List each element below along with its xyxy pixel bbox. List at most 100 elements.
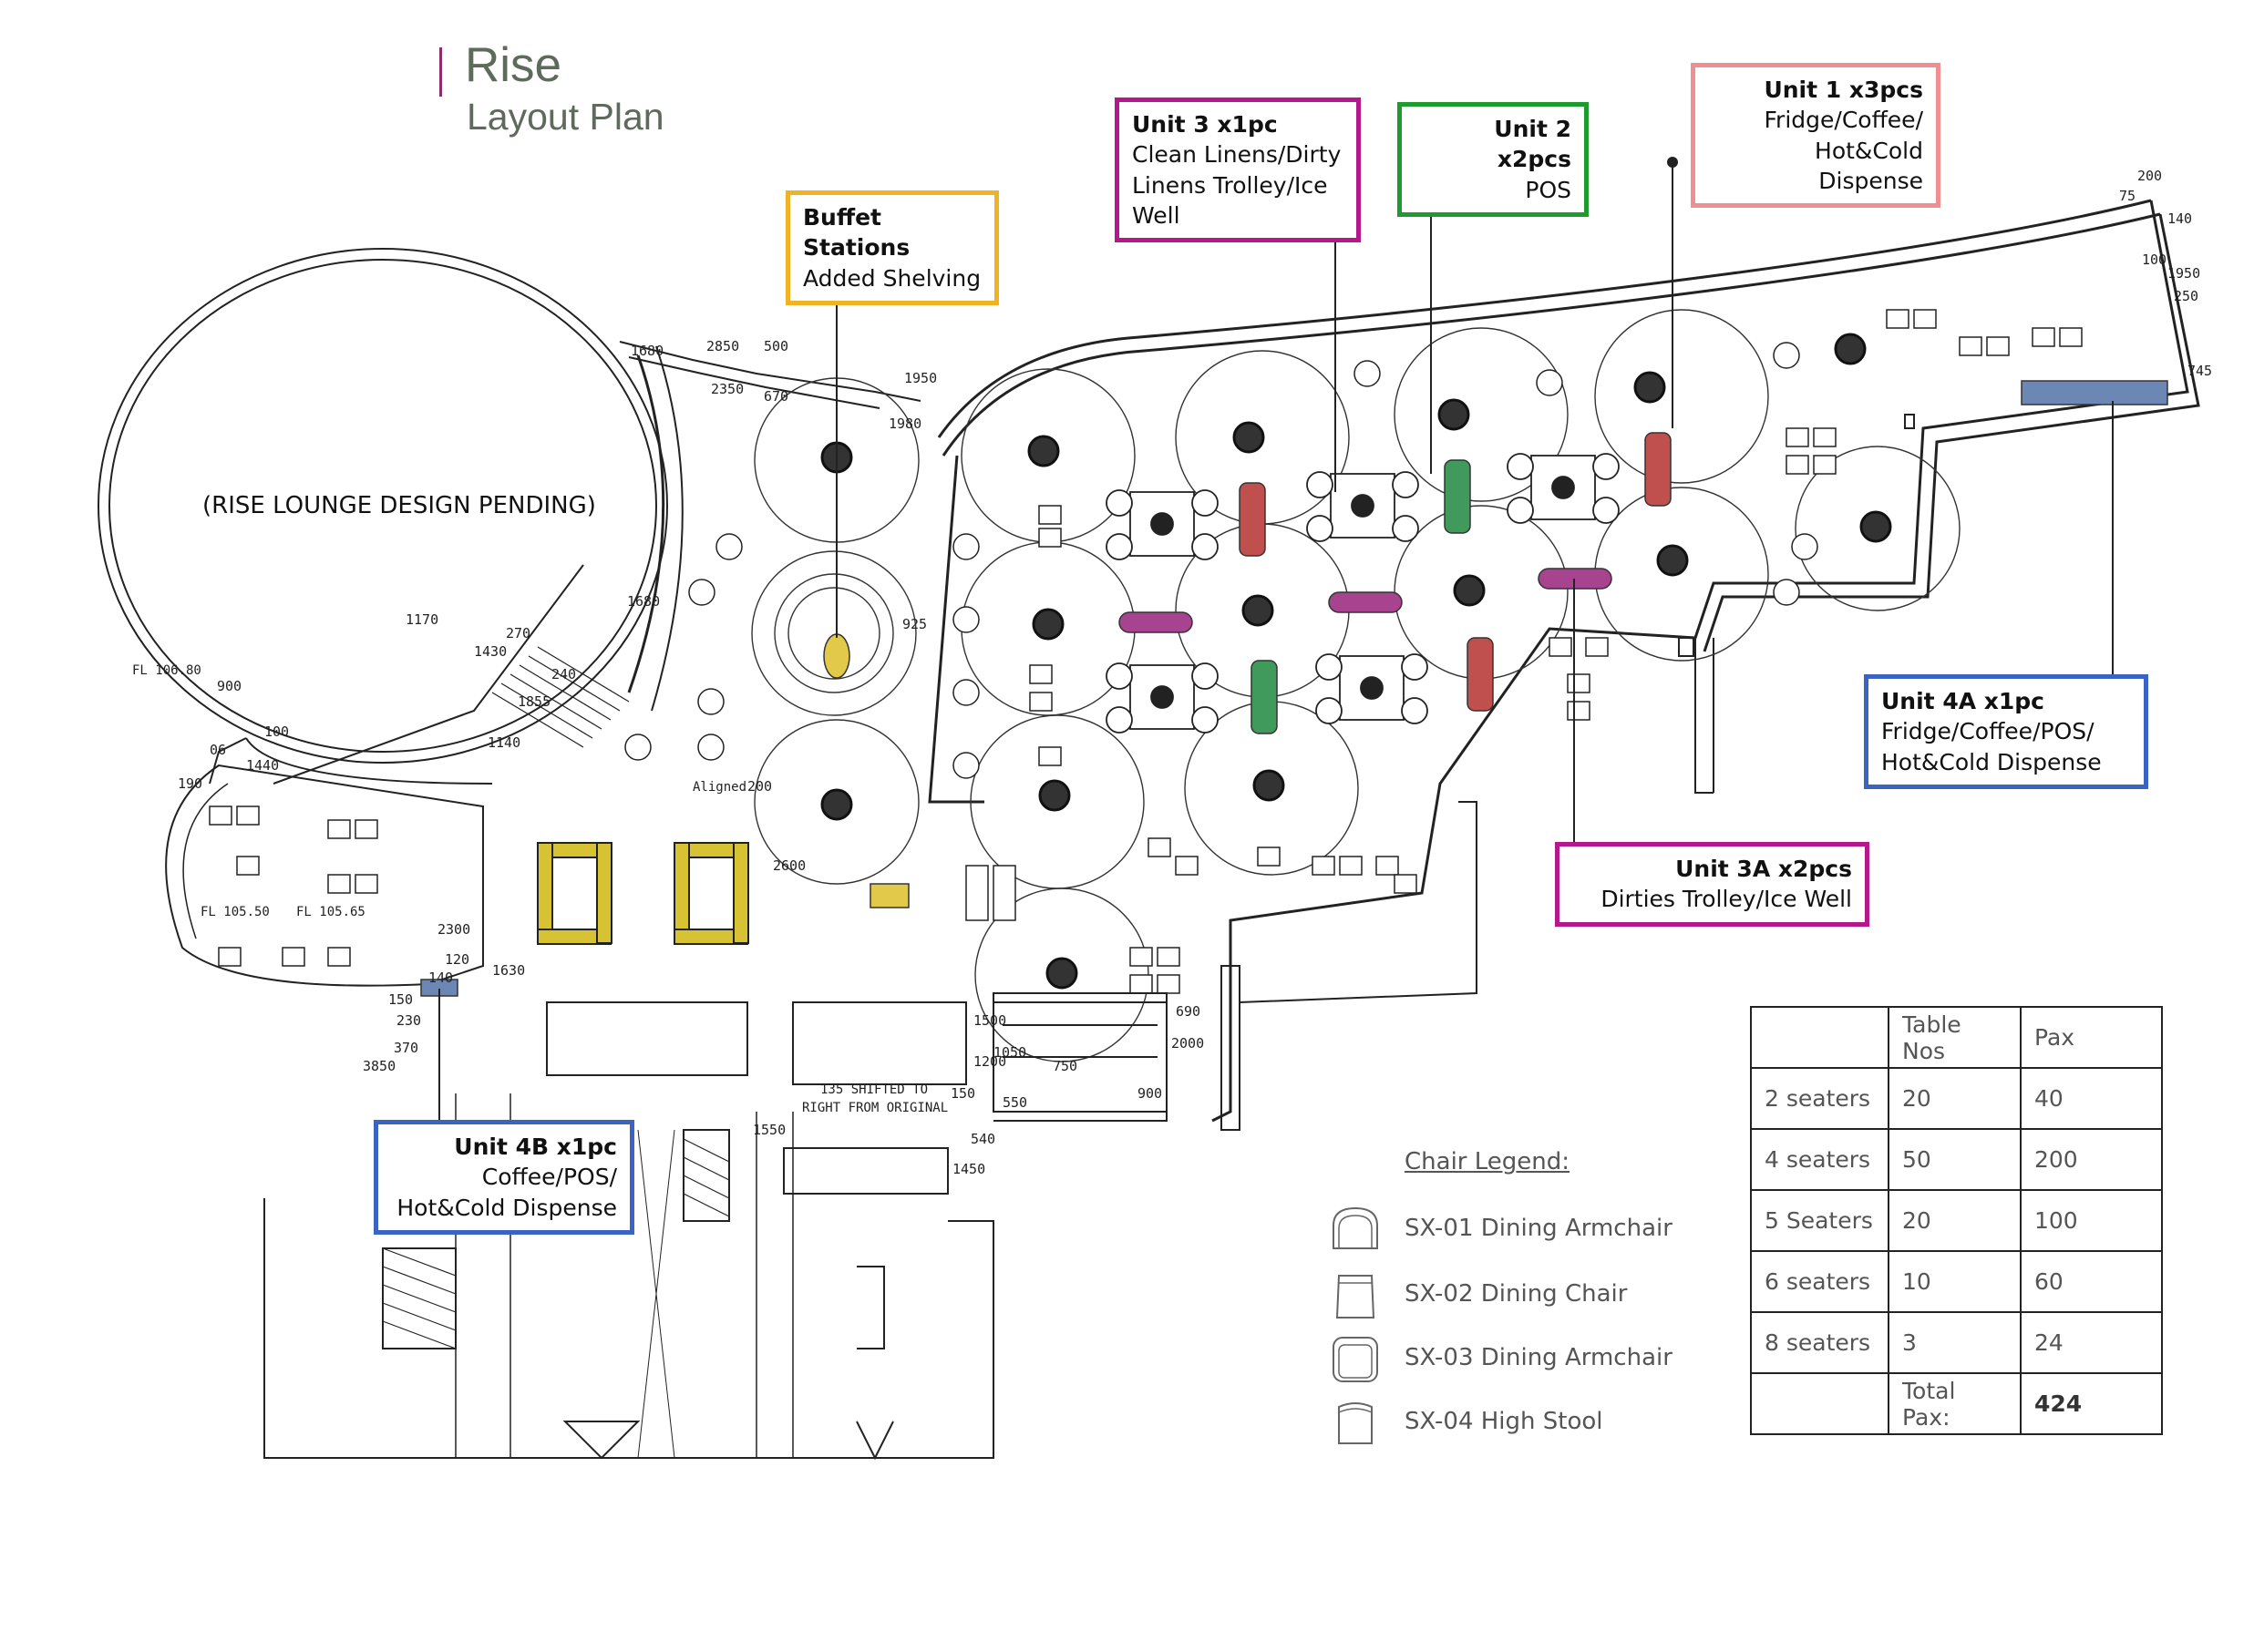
table-cell: 60 <box>2020 1250 2163 1313</box>
callout-leaders <box>434 157 2118 1163</box>
dim-label: 1430 <box>474 643 507 660</box>
floor-level-label: FL 105.65 <box>296 905 365 919</box>
lounge-pending-label: (RISE LOUNGE DESIGN PENDING) <box>202 492 596 519</box>
dim-label: 750 <box>1053 1058 1077 1074</box>
callout-line: Fridge/Coffee/POS/ <box>1881 718 2094 745</box>
callout-buffet-stations: Buffet Stations Added Shelving <box>786 190 999 305</box>
page-subtitle: Layout Plan <box>467 96 664 138</box>
table-header-row: Table Nos Pax <box>1750 1006 2163 1069</box>
dim-label: 140 <box>428 970 453 986</box>
kitchen-area <box>263 1001 1168 1461</box>
table-header: Pax <box>2020 1006 2163 1069</box>
table-total-row: Total Pax: 424 <box>1750 1372 2163 1435</box>
dim-label: 2350 <box>711 381 744 397</box>
dim-label: 745 <box>2187 363 2212 379</box>
dim-label: 190 <box>178 775 202 792</box>
dim-label: 550 <box>1003 1094 1027 1111</box>
table-cell: 10 <box>1888 1250 2022 1313</box>
table-cell: 24 <box>2020 1311 2163 1374</box>
table-cell: 20 <box>1888 1067 2022 1130</box>
callout-title: Unit 4B x1pc <box>454 1134 617 1160</box>
dim-label: 100 <box>2142 251 2167 268</box>
callout-line: Linens Trolley/Ice <box>1132 171 1328 199</box>
aligned-label: Aligned <box>693 780 746 795</box>
dim-label: 1200 <box>973 1053 1006 1070</box>
callout-title: Unit 3A x2pcs <box>1675 856 1852 882</box>
pax-summary-table: Table Nos Pax 2 seaters 20 40 4 seaters … <box>1750 1006 2163 1435</box>
table-cell: 20 <box>1888 1189 2022 1252</box>
dim-label: 900 <box>1137 1085 1162 1102</box>
table-cell: 40 <box>2020 1067 2163 1130</box>
dim-label: 540 <box>971 1131 995 1147</box>
dim-label: 100 <box>264 723 289 740</box>
dim-label: 3850 <box>363 1058 396 1074</box>
dim-label: 06 <box>210 742 226 758</box>
dim-label: 925 <box>902 616 927 632</box>
armchair-icon <box>1333 1206 1378 1249</box>
dining-chair-icon <box>1335 1275 1375 1319</box>
equipment-units <box>420 380 2168 997</box>
callout-line: Well <box>1132 201 1180 229</box>
callout-line: Hot&Cold Dispense <box>1815 137 1923 194</box>
dim-label: 120 <box>445 951 469 968</box>
callout-line: Added Shelving <box>803 264 982 292</box>
dim-label: 2600 <box>773 857 806 874</box>
buffet-shelving <box>537 842 749 945</box>
dim-label: 1855 <box>518 693 551 710</box>
title-accent-bar <box>439 47 442 97</box>
dim-label: 1950 <box>904 370 937 386</box>
table-header: Table Nos <box>1888 1006 2022 1069</box>
dim-label: 1950 <box>2167 265 2200 282</box>
legend-label: SX-01 Dining Armchair <box>1405 1215 1672 1242</box>
callout-title: Unit 1 x3pcs <box>1764 77 1923 103</box>
callout-title: Buffet Stations <box>803 204 911 262</box>
dim-label: 1450 <box>952 1161 985 1177</box>
callout-line: Fridge/Coffee/ <box>1764 107 1924 134</box>
dim-label: 1980 <box>889 416 921 432</box>
dimension-labels: 1680 2850 2350 1950 1980 500 670 1680 11… <box>132 168 2212 1177</box>
dim-label: 2000 <box>1171 1035 1204 1052</box>
callout-line: Hot&Cold Dispense <box>396 1194 617 1221</box>
dim-label: 2850 <box>706 338 739 354</box>
table-cell: 5 Seaters <box>1750 1189 1889 1252</box>
dim-label: 230 <box>396 1012 421 1029</box>
callout-unit-3a: Unit 3A x2pcs Dirties Trolley/Ice Well <box>1555 842 1869 927</box>
table-cell-empty <box>1750 1372 1889 1435</box>
legend-label: SX-02 Dining Chair <box>1405 1280 1628 1308</box>
dim-label: 1140 <box>488 734 520 751</box>
table-cell: 2 seaters <box>1750 1067 1889 1130</box>
callout-line: POS <box>1525 176 1571 203</box>
dim-label: 1630 <box>492 962 525 979</box>
table-cell: 200 <box>2020 1128 2163 1191</box>
dim-label: 500 <box>764 338 788 354</box>
table-header <box>1750 1006 1889 1069</box>
dim-label: 150 <box>951 1085 975 1102</box>
callout-unit-1: Unit 1 x3pcs Fridge/Coffee/ Hot&Cold Dis… <box>1691 63 1940 208</box>
total-value: 424 <box>2020 1372 2163 1435</box>
callout-unit-4b: Unit 4B x1pc Coffee/POS/ Hot&Cold Dispen… <box>374 1120 634 1235</box>
dim-label: 1050 <box>993 1044 1026 1061</box>
dim-label: 690 <box>1176 1003 1200 1020</box>
callout-unit-3: Unit 3 x1pc Clean Linens/Dirty Linens Tr… <box>1115 97 1361 242</box>
dim-label: 670 <box>764 388 788 405</box>
dim-label: 240 <box>551 666 576 682</box>
floor-level-label: FL 105.50 <box>201 905 270 919</box>
columns <box>820 333 1892 990</box>
dim-label: 200 <box>2137 168 2162 184</box>
dim-label: 140 <box>2167 210 2192 227</box>
dim-label: 250 <box>2174 288 2198 304</box>
table-row: 2 seaters 20 40 <box>1750 1067 2163 1130</box>
chair-legend-title: Chair Legend: <box>1405 1148 1570 1175</box>
table-cell: 100 <box>2020 1189 2163 1252</box>
callout-title: Unit 3 x1pc <box>1132 111 1278 138</box>
callout-line: Hot&Cold Dispense <box>1881 748 2102 775</box>
dim-label: 270 <box>506 625 530 641</box>
dim-label: 1440 <box>246 757 279 774</box>
callout-line: Coffee/POS/ <box>481 1164 617 1191</box>
callout-line: Dirties Trolley/Ice Well <box>1600 886 1852 913</box>
high-stool-icon <box>1338 1402 1373 1444</box>
dim-label: 1500 <box>973 1012 1006 1029</box>
table-sets <box>209 309 2083 994</box>
